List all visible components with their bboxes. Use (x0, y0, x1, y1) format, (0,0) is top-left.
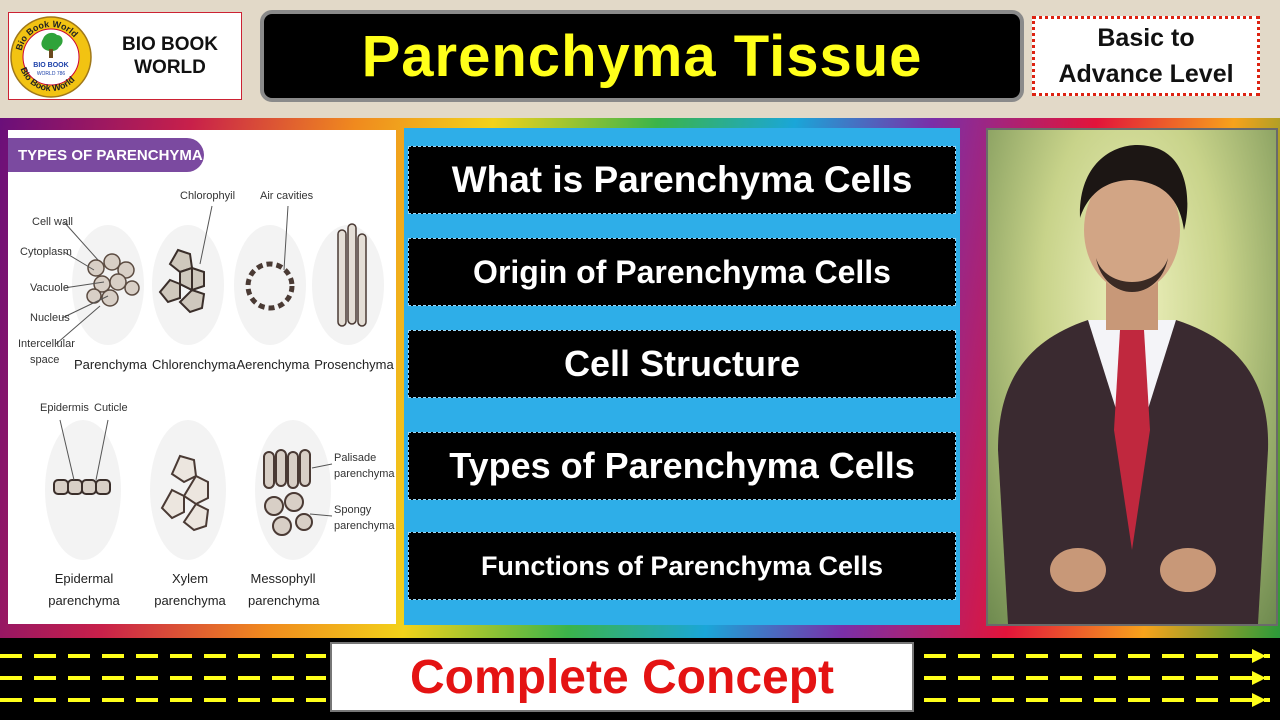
parenchyma-types-diagram: TYPES OF PARENCHYMA (8, 130, 396, 624)
yellow-dash-line (0, 676, 326, 680)
chlorenchyma-cells-icon (158, 248, 206, 314)
cell-illustrations (45, 205, 384, 560)
topics-panel: What is Parenchyma Cells Origin of Paren… (404, 128, 960, 625)
caption-epidermal-parenchyma: Epidermal parenchyma (48, 568, 120, 612)
topic-functions: Functions of Parenchyma Cells (408, 532, 956, 600)
label-vacuole: Vacuole (30, 282, 69, 294)
page-title: Parenchyma Tissue (361, 23, 923, 89)
caption-xylem-parenchyma: Xylem parenchyma (154, 571, 226, 608)
footer-banner: Complete Concept (330, 642, 914, 712)
label-chlorophyll: Chlorophyil (180, 190, 236, 202)
label-cytoplasm: Cytoplasm (20, 246, 72, 258)
label-intercellular-space: space (30, 354, 60, 366)
bio-book-world-seal-icon: Bio Book World Bio Book World BIO BOOK W… (10, 16, 92, 98)
caption-epidermal-line2: parenchyma (48, 593, 120, 608)
topic-origin: Origin of Parenchyma Cells (408, 238, 956, 306)
label-intercellular: Intercellular (18, 338, 75, 350)
diagram-header-text: TYPES OF PARENCHYMA (18, 147, 203, 164)
arrow-right-icon (1252, 671, 1266, 685)
mesophyll-backdrop (255, 420, 331, 560)
caption-aerenchyma: Aerenchyma (236, 357, 310, 372)
caption-prosenchyma: Prosenchyma (314, 357, 394, 372)
epidermal-cells-icon (53, 479, 111, 495)
label-spongy-parenchyma: parenchyma (334, 520, 395, 532)
aerenchyma-backdrop (234, 225, 306, 345)
label-spongy: Spongy (334, 504, 372, 516)
level-line2: Advance Level (1058, 60, 1234, 88)
brand-logo: Bio Book World Bio Book World BIO BOOK W… (8, 12, 242, 100)
presenter-figure-icon (998, 144, 1269, 624)
caption-epidermal-line1: Epidermal (54, 571, 114, 586)
yellow-dash-line (924, 698, 1270, 702)
label-cell-wall: Cell wall (32, 216, 73, 228)
brand-name: BIO BOOK WORLD (105, 33, 235, 79)
yellow-dash-line (0, 654, 326, 658)
aerenchyma-cells-icon (245, 261, 295, 311)
caption-mesophyll-parenchyma: Messophyll parenchyma (248, 568, 320, 612)
yellow-dash-line (924, 654, 1270, 658)
parenchyma-cells-icon (86, 253, 140, 307)
arrow-right-icon (1252, 693, 1266, 707)
caption-mesophyll-line1: Messophyll (250, 571, 316, 586)
yellow-dash-line (0, 698, 326, 702)
svg-text:WORLD 786: WORLD 786 (37, 71, 66, 77)
footer-text: Complete Concept (409, 650, 835, 704)
label-nucleus: Nucleus (30, 312, 70, 324)
arrow-right-icon (1252, 649, 1266, 663)
caption-chlorenchyma: Chlorenchyma (152, 357, 236, 372)
prosenchyma-cells-icon (337, 223, 367, 327)
mesophyll-cells-icon (263, 449, 313, 536)
topic-cell-structure: Cell Structure (408, 330, 956, 398)
label-epidermis: Epidermis (40, 402, 89, 414)
svg-text:BIO BOOK: BIO BOOK (33, 62, 68, 69)
label-cuticle: Cuticle (94, 402, 128, 414)
diagram-header: TYPES OF PARENCHYMA (8, 138, 204, 172)
yellow-dash-line (924, 676, 1270, 680)
topic-types: Types of Parenchyma Cells (408, 432, 956, 500)
title-banner: Parenchyma Tissue (260, 10, 1024, 102)
brand-name-line1: BIO BOOK (121, 34, 219, 55)
level-line1: Basic to (1097, 24, 1195, 52)
label-palisade: Palisade (334, 452, 377, 464)
xylem-parenchyma-icon (160, 454, 210, 532)
label-palisade-parenchyma: parenchyma (334, 468, 395, 480)
caption-parenchyma: Parenchyma (74, 357, 147, 372)
level-badge: Basic to Advance Level (1032, 16, 1260, 96)
topic-what-is: What is Parenchyma Cells (408, 146, 956, 214)
brand-name-line2: WORLD (134, 57, 206, 78)
presenter-photo (986, 128, 1278, 626)
label-air-cavities: Air cavities (260, 190, 314, 202)
caption-mesophyll-line2: parenchyma (248, 593, 320, 608)
